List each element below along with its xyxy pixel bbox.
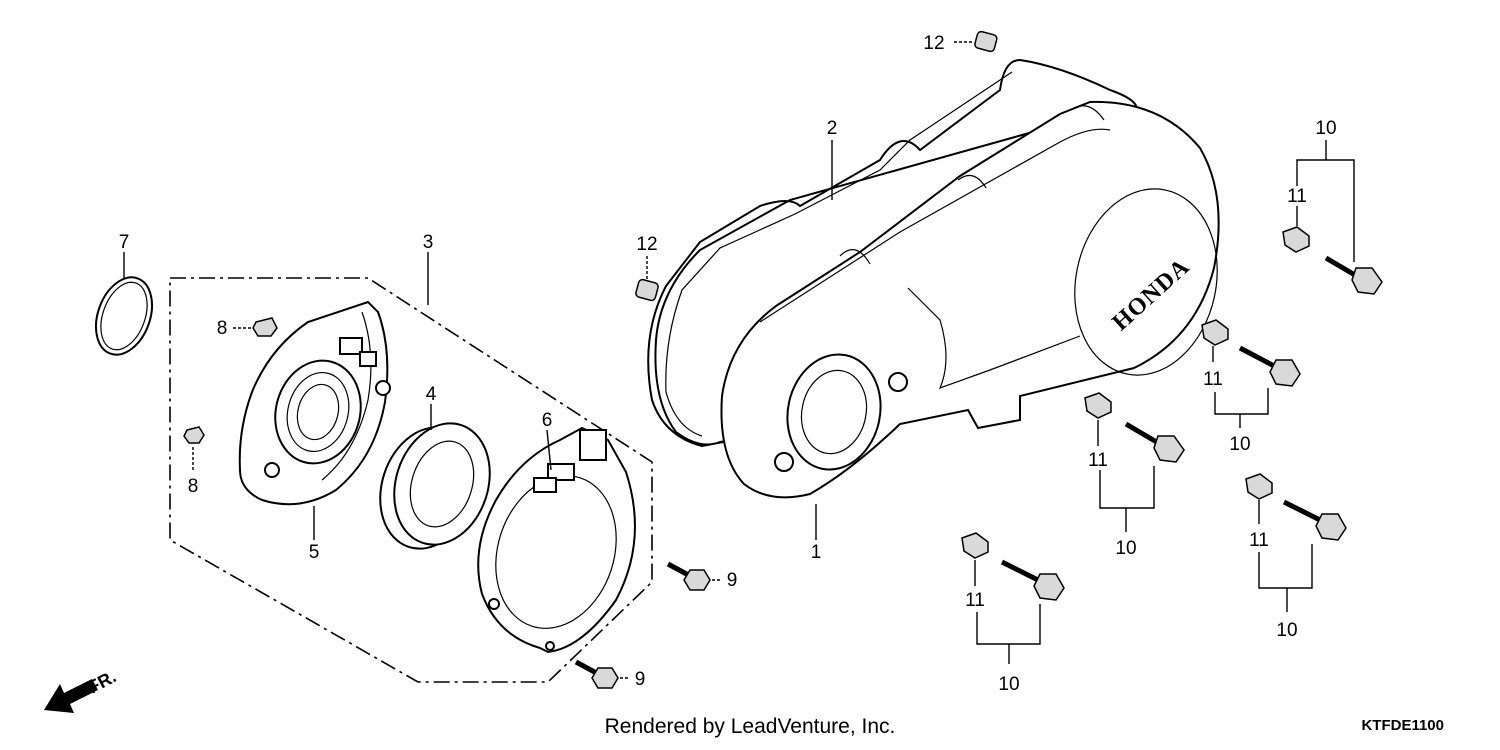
callout-10-a: 10 (1315, 118, 1336, 139)
callout-10-c: 10 (1115, 538, 1136, 559)
bolt-set-d[interactable] (1245, 473, 1347, 541)
assembly-3-outline (169, 277, 653, 683)
part-5-plate[interactable] (238, 300, 391, 506)
part-6-cover[interactable] (477, 426, 636, 654)
part-4-seal[interactable] (365, 411, 505, 561)
callout-11-e: 11 (965, 590, 985, 611)
callout-2: 2 (827, 118, 838, 139)
part-12-dowel-top[interactable] (974, 30, 998, 53)
callout-11-b: 11 (1203, 369, 1223, 390)
part-1-case-cover[interactable]: HONDA (720, 100, 1234, 499)
callout-11-d: 11 (1249, 530, 1269, 551)
callout-9-lower: 9 (635, 669, 646, 690)
part-9-bolt-lower[interactable] (574, 659, 619, 689)
callout-6: 6 (542, 410, 553, 431)
part-7-o-ring[interactable] (86, 270, 162, 363)
part-9-bolt-upper[interactable] (666, 561, 711, 591)
bolt-set-c[interactable] (1084, 392, 1185, 463)
part-8-nut-lower[interactable] (183, 426, 205, 444)
callout-8-lower: 8 (188, 476, 199, 497)
bolt-set-e[interactable] (961, 532, 1065, 601)
callout-11-a: 11 (1287, 186, 1307, 207)
part-12-dowel-left[interactable] (635, 278, 659, 302)
front-arrow-icon: FR. (44, 666, 119, 713)
callout-7: 7 (119, 232, 130, 253)
bolt-set-b[interactable] (1201, 319, 1301, 387)
diagram-code: KTFDE1100 (1361, 717, 1444, 734)
callout-4: 4 (426, 384, 437, 405)
callout-5: 5 (309, 542, 320, 563)
callout-10-b: 10 (1229, 434, 1250, 455)
footer-credit: Rendered by LeadVenture, Inc. (605, 715, 896, 738)
callout-3: 3 (423, 232, 434, 253)
callout-12-left: 12 (636, 234, 657, 255)
part-8-nut-upper[interactable] (252, 317, 278, 337)
callout-1: 1 (811, 542, 822, 563)
callout-10-e: 10 (998, 674, 1019, 695)
callout-9-upper: 9 (727, 570, 738, 591)
bolt-set-a[interactable] (1282, 226, 1383, 295)
callout-10-d: 10 (1276, 620, 1297, 641)
callout-12-top: 12 (923, 33, 944, 54)
callout-11-c: 11 (1088, 450, 1108, 471)
callout-8-upper: 8 (217, 318, 228, 339)
